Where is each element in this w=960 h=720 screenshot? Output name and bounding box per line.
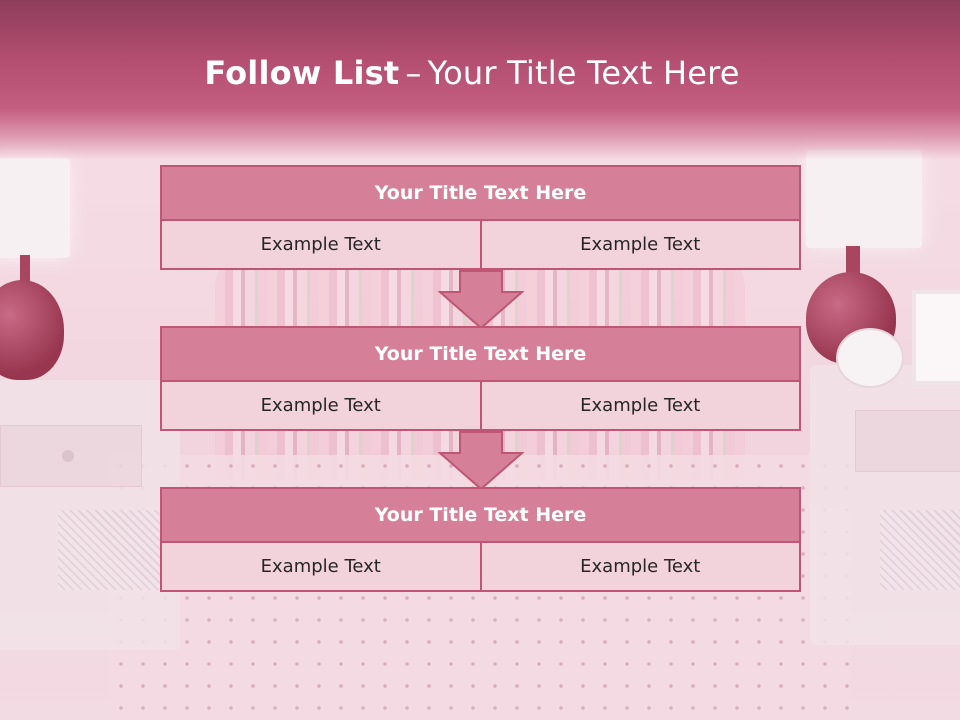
block-row: Example Text Example Text	[160, 543, 801, 592]
header-band	[0, 0, 960, 160]
background-basket-right	[880, 510, 960, 590]
block-cell-left: Example Text	[160, 543, 482, 592]
drawer-knob	[62, 450, 74, 462]
background-nightstand-right	[810, 365, 960, 645]
down-arrow-icon	[438, 270, 524, 330]
background-clock	[836, 328, 904, 388]
list-block: Your Title Text Here Example Text Exampl…	[160, 487, 801, 592]
block-title: Your Title Text Here	[160, 165, 801, 221]
block-row: Example Text Example Text	[160, 382, 801, 431]
block-cell-left: Example Text	[160, 382, 482, 431]
slide-title: Follow List–Your Title Text Here	[0, 54, 944, 92]
lamp-shade-left	[0, 158, 70, 258]
title-separator: –	[405, 54, 422, 92]
background-photo-frame	[912, 290, 960, 385]
lamp-shade-right	[806, 150, 922, 248]
block-row: Example Text Example Text	[160, 221, 801, 270]
lamp-base-left	[0, 280, 64, 380]
list-block: Your Title Text Here Example Text Exampl…	[160, 326, 801, 431]
block-cell-left: Example Text	[160, 221, 482, 270]
block-title: Your Title Text Here	[160, 326, 801, 382]
title-rest: Your Title Text Here	[427, 54, 740, 92]
lamp-neck-left	[20, 255, 30, 285]
block-cell-right: Example Text	[479, 221, 801, 270]
block-cell-right: Example Text	[479, 543, 801, 592]
nightstand-drawer	[855, 410, 960, 472]
block-title: Your Title Text Here	[160, 487, 801, 543]
background-basket-left	[58, 510, 168, 590]
down-arrow-icon	[438, 431, 524, 491]
block-cell-right: Example Text	[479, 382, 801, 431]
lamp-neck-right	[846, 246, 860, 280]
title-bold: Follow List	[204, 54, 400, 92]
list-block: Your Title Text Here Example Text Exampl…	[160, 165, 801, 270]
